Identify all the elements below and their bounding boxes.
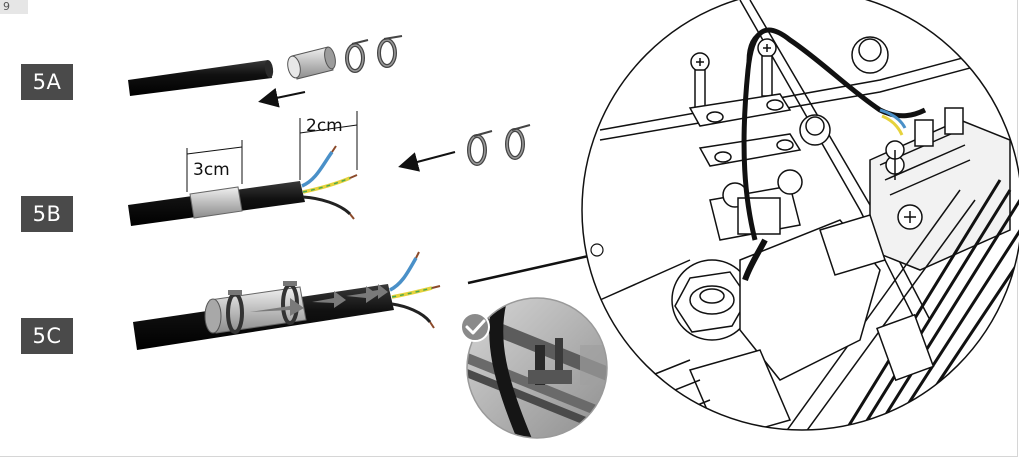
dimension-2cm: 2cm xyxy=(299,111,358,180)
cable-5a xyxy=(128,60,274,96)
step-5c-illustration xyxy=(133,223,705,350)
hose-clamp-5a-2 xyxy=(377,35,403,68)
page-number: 9 xyxy=(0,0,28,14)
step-5b-illustration: 3cm 2cm xyxy=(128,111,531,226)
arrow-5b xyxy=(398,151,456,172)
step-label-5a: 5A xyxy=(21,64,73,100)
wires-5c xyxy=(389,251,441,329)
sleeve-5a xyxy=(287,46,336,80)
arrow-5a xyxy=(258,87,306,108)
dimension-label-2cm: 2cm xyxy=(306,116,343,136)
step-label-5c: 5C xyxy=(21,318,73,354)
dimension-3cm: 3cm xyxy=(186,140,243,192)
dimension-label-3cm: 3cm xyxy=(193,160,230,180)
wires-5b xyxy=(301,145,358,220)
check-badge-icon xyxy=(460,312,490,342)
hose-clamp-5b-2 xyxy=(505,124,531,160)
step-label-5b: 5B xyxy=(21,196,73,232)
photo-inset xyxy=(466,297,608,439)
hose-clamp-5a-1 xyxy=(345,39,369,73)
step-5a-illustration xyxy=(128,35,403,108)
detail-circle xyxy=(581,0,1019,431)
sleeve-5b xyxy=(189,186,243,219)
shrink-arrows-5c xyxy=(250,284,388,316)
hose-clamp-5b-1 xyxy=(467,130,493,166)
